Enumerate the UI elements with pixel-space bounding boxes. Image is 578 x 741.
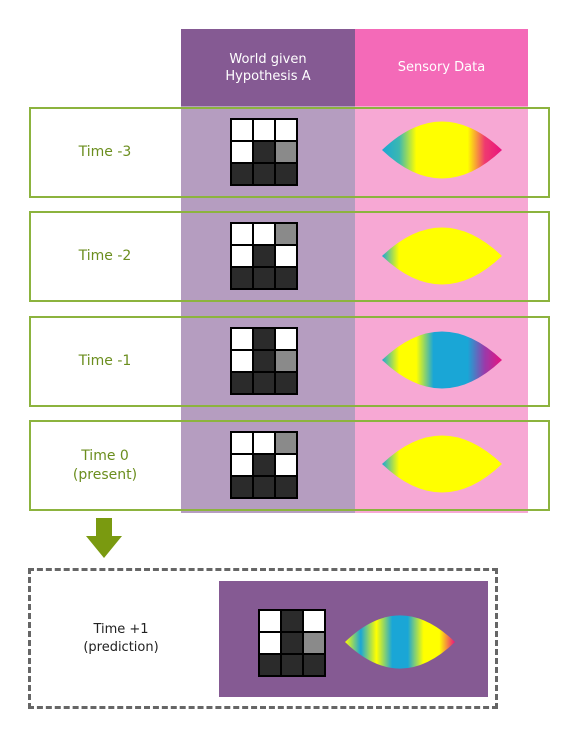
grid-cell [254, 246, 274, 266]
grid-cell [254, 120, 274, 140]
grid-cell [260, 655, 280, 675]
grid-cell [232, 455, 252, 475]
row-label: Time -1 [78, 353, 132, 369]
grid-cell [232, 477, 252, 497]
grid-cell [260, 633, 280, 653]
grid-cell [304, 611, 324, 631]
lens-shape [382, 435, 502, 493]
lens-shape [382, 331, 502, 389]
grid-cell [304, 633, 324, 653]
time-row-minus-3 [29, 107, 550, 198]
world-grid [230, 118, 298, 186]
lens-shape [345, 615, 455, 669]
grid-cell [254, 433, 274, 453]
row-label: Time -3 [78, 144, 132, 160]
grid-cell [232, 351, 252, 371]
grid-cell [282, 655, 302, 675]
grid-cell [254, 224, 274, 244]
grid-cell [232, 268, 252, 288]
world-grid [230, 222, 298, 290]
grid-cell [254, 477, 274, 497]
sensory-lens [382, 331, 502, 389]
grid-cell [254, 455, 274, 475]
world-grid [230, 431, 298, 499]
time-row-0 [29, 420, 550, 511]
grid-cell [232, 246, 252, 266]
grid-cell [232, 120, 252, 140]
world-grid [230, 327, 298, 395]
time-row-minus-2 [29, 211, 550, 302]
sensory-lens [382, 121, 502, 179]
grid-cell [232, 164, 252, 184]
grid-cell [232, 224, 252, 244]
sensory-lens [345, 615, 455, 669]
prediction-box [28, 568, 498, 709]
grid-cell [276, 433, 296, 453]
grid-cell [254, 142, 274, 162]
grid-cell [282, 611, 302, 631]
time-row-minus-1 [29, 316, 550, 407]
grid-cell [232, 373, 252, 393]
lens-shape [382, 121, 502, 179]
grid-cell [276, 373, 296, 393]
grid-cell [276, 142, 296, 162]
prediction-label: Time +1 (prediction) [83, 621, 159, 655]
grid-cell [260, 611, 280, 631]
down-arrow-icon [86, 518, 122, 558]
sensory-lens [382, 435, 502, 493]
row-label: Time 0 (present) [72, 447, 138, 483]
grid-cell [276, 477, 296, 497]
grid-cell [276, 164, 296, 184]
sensory-column-header: Sensory Data [355, 29, 528, 106]
grid-cell [276, 224, 296, 244]
world-column-header: World given Hypothesis A [181, 29, 355, 106]
grid-cell [282, 633, 302, 653]
grid-cell [254, 351, 274, 371]
grid-cell [254, 329, 274, 349]
grid-cell [232, 433, 252, 453]
lens-shape [382, 227, 502, 285]
grid-cell [304, 655, 324, 675]
grid-cell [276, 246, 296, 266]
grid-cell [232, 142, 252, 162]
grid-cell [276, 120, 296, 140]
grid-cell [254, 373, 274, 393]
row-label: Time -2 [78, 248, 132, 264]
grid-cell [254, 268, 274, 288]
grid-cell [276, 329, 296, 349]
grid-cell [232, 329, 252, 349]
grid-cell [276, 351, 296, 371]
grid-cell [254, 164, 274, 184]
world-grid [258, 609, 326, 677]
grid-cell [276, 455, 296, 475]
grid-cell [276, 268, 296, 288]
sensory-lens [382, 227, 502, 285]
